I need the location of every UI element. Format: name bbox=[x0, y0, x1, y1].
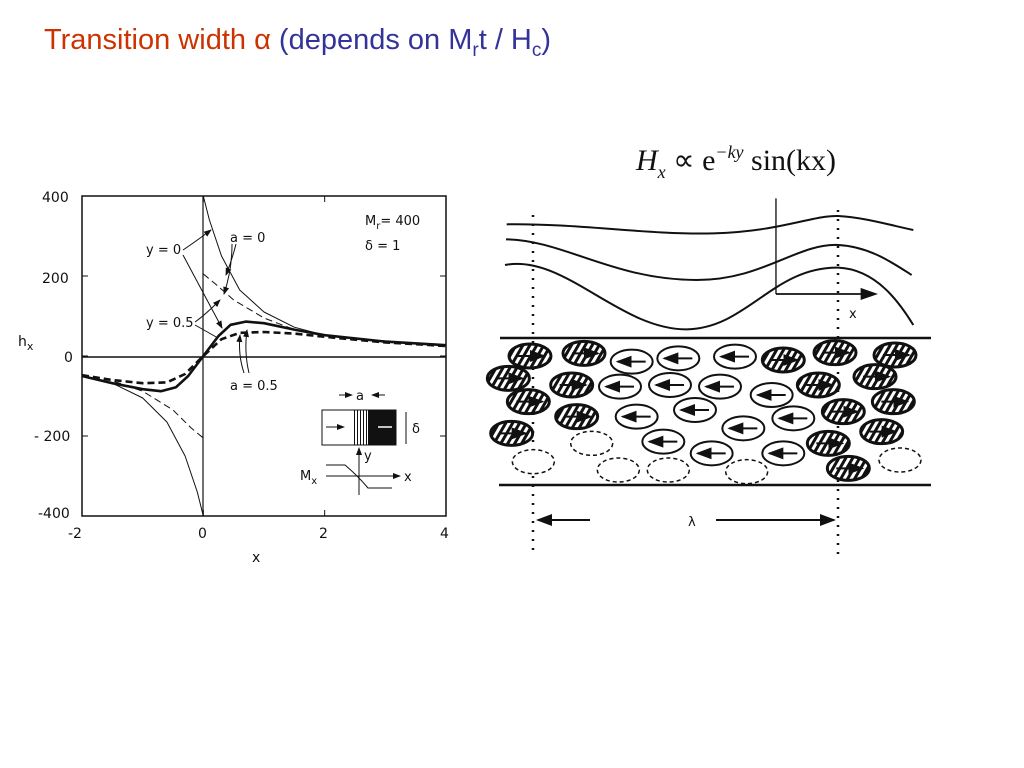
param-mr-a: M bbox=[365, 214, 376, 229]
inset-a-label: a bbox=[356, 389, 364, 404]
formula: Hx ∝ e−ky sin(kx) bbox=[635, 142, 836, 182]
inset-x-label: x bbox=[404, 470, 412, 485]
formula-tail: sin(kx) bbox=[744, 144, 837, 177]
title-close: ) bbox=[541, 24, 552, 56]
label-a05: a = 0.5 bbox=[230, 379, 278, 394]
x-axis-label-diagram: x bbox=[849, 307, 857, 322]
inset-domain-wall: a δ y x Mx bbox=[300, 389, 420, 495]
empty-grain bbox=[724, 458, 769, 485]
param-mr-b: = 400 bbox=[380, 214, 420, 229]
title-sub-c: c bbox=[531, 39, 542, 61]
y-axis-label-sub: x bbox=[27, 340, 34, 353]
ytick-neg400: -400 bbox=[38, 506, 70, 522]
ytick-200: 200 bbox=[42, 271, 69, 287]
title-main: Transition width α bbox=[44, 24, 271, 56]
empty-grain bbox=[511, 448, 556, 475]
title-parenthetical: (depends on Mrt / Hc) bbox=[278, 24, 552, 61]
inset-mx-label: Mx bbox=[300, 469, 317, 487]
title-paren-open: (depends on M bbox=[278, 24, 473, 56]
label-y05: y = 0.5 bbox=[146, 316, 194, 331]
y-axis-label-main: h bbox=[18, 334, 27, 350]
series-line-a-0-5-y-0 bbox=[81, 320, 447, 393]
slide-title: Transition width α (depends on Mrt / Hc) bbox=[44, 24, 551, 62]
xtick-0: 0 bbox=[198, 526, 207, 542]
inset-mx-main: M bbox=[300, 469, 311, 484]
title-sub-r: r bbox=[472, 39, 479, 61]
formula-prop: ∝ e bbox=[666, 144, 716, 177]
title-mid: t / H bbox=[478, 24, 532, 56]
xtick-neg2: -2 bbox=[68, 526, 82, 542]
inset-y-label: y bbox=[364, 449, 372, 464]
ytick-0: 0 bbox=[64, 350, 73, 366]
ytick-400: 400 bbox=[42, 190, 69, 206]
formula-h: H bbox=[635, 144, 660, 177]
grains bbox=[485, 339, 922, 485]
lambda-label: λ bbox=[688, 515, 696, 530]
label-a0: a = 0 bbox=[230, 231, 265, 246]
param-delta: δ = 1 bbox=[365, 239, 400, 254]
inset-delta-label: δ bbox=[412, 422, 420, 437]
series-group bbox=[81, 195, 447, 517]
ytick-neg200: - 200 bbox=[34, 429, 70, 445]
y-axis-label: hx bbox=[18, 334, 34, 353]
xtick-4: 4 bbox=[440, 526, 449, 542]
formula-sub: x bbox=[657, 162, 666, 182]
xtick-2: 2 bbox=[319, 526, 328, 542]
empty-grain bbox=[596, 457, 641, 483]
param-mr: Mr= 400 bbox=[365, 214, 420, 232]
x-axis-label: x bbox=[252, 550, 260, 566]
inset-mx-sub: x bbox=[311, 476, 317, 487]
param-mr-sub: r bbox=[376, 221, 381, 232]
ticks bbox=[81, 195, 447, 517]
empty-grain bbox=[569, 430, 614, 457]
formula-exp: −ky bbox=[715, 142, 743, 162]
annotation-arrows bbox=[182, 229, 250, 374]
empty-grain bbox=[878, 447, 922, 473]
empty-grain bbox=[646, 457, 691, 483]
series-line-a-0-5-y-0-5 bbox=[81, 330, 447, 385]
label-y0: y = 0 bbox=[146, 243, 181, 258]
field-lines bbox=[504, 198, 915, 331]
